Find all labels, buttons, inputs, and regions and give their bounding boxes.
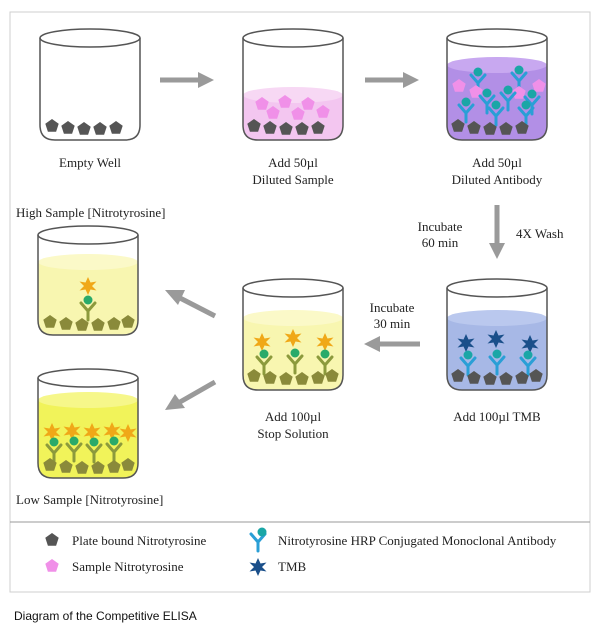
incubate-60-line1: Incubate bbox=[418, 219, 463, 234]
antibody-legend-icon bbox=[249, 527, 267, 553]
figure-caption: Diagram of the Competitive ELISA bbox=[14, 609, 197, 623]
well-3-label-line2: Diluted Antibody bbox=[452, 172, 543, 187]
tmb-legend-icon bbox=[249, 558, 267, 576]
well-empty bbox=[39, 28, 141, 141]
arrow-4-to-5 bbox=[364, 336, 420, 352]
well-sample bbox=[242, 28, 344, 141]
well-1-label: Empty Well bbox=[59, 155, 121, 170]
well-antibody bbox=[446, 28, 548, 141]
incubate-30-line2: 30 min bbox=[374, 316, 411, 331]
wash-label: 4X Wash bbox=[516, 226, 564, 241]
arrow-2-to-3 bbox=[365, 72, 419, 88]
low-sample-label: Low Sample [Nitrotyrosine] bbox=[16, 492, 163, 507]
well-stop bbox=[242, 278, 344, 391]
well-high-sample bbox=[37, 225, 139, 336]
well-4-label: Add 100µl TMB bbox=[453, 409, 541, 424]
well-tmb bbox=[446, 278, 548, 391]
well-2-label-line1: Add 50µl bbox=[268, 155, 318, 170]
arrow-5-to-low bbox=[165, 379, 217, 410]
legend-antibody: Nitrotyrosine HRP Conjugated Monoclonal … bbox=[278, 533, 557, 548]
legend-tmb: TMB bbox=[278, 559, 307, 574]
incubate-60-line2: 60 min bbox=[422, 235, 459, 250]
well-5-label-line1: Add 100µl bbox=[265, 409, 322, 424]
legend-sample: Sample Nitrotyrosine bbox=[72, 559, 184, 574]
sample-legend-icon bbox=[45, 559, 59, 572]
arrow-5-to-high bbox=[165, 290, 217, 319]
arrow-1-to-2 bbox=[160, 72, 214, 88]
well-3-label-line1: Add 50µl bbox=[472, 155, 522, 170]
legend: Plate bound Nitrotyrosine Sample Nitroty… bbox=[45, 527, 557, 576]
high-sample-label: High Sample [Nitrotyrosine] bbox=[16, 205, 165, 220]
legend-plate-bound: Plate bound Nitrotyrosine bbox=[72, 533, 207, 548]
incubate-30-line1: Incubate bbox=[370, 300, 415, 315]
well-2-label-line2: Diluted Sample bbox=[252, 172, 333, 187]
diagram-frame bbox=[9, 11, 591, 593]
well-5-label-line2: Stop Solution bbox=[257, 426, 329, 441]
arrow-3-to-4 bbox=[489, 205, 505, 259]
well-low-sample bbox=[37, 368, 139, 479]
plate-bound-legend-icon bbox=[45, 533, 59, 546]
